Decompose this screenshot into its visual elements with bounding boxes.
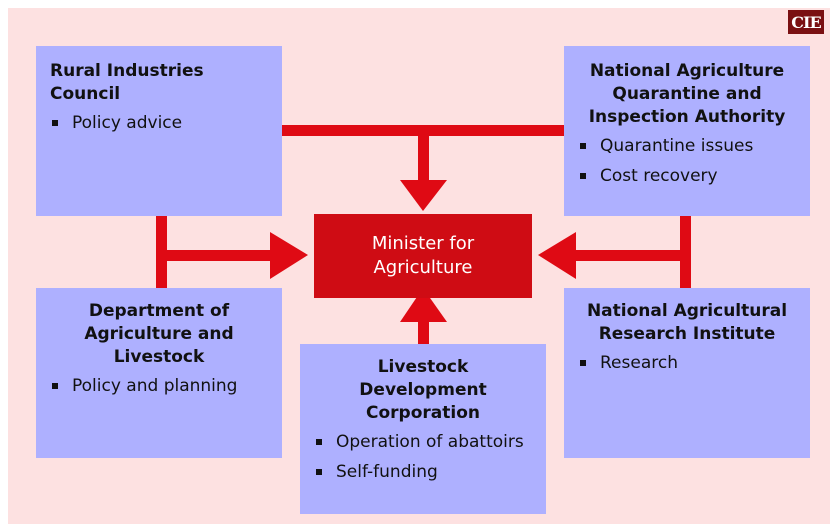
list-item: Policy and planning bbox=[50, 375, 268, 398]
top-arrowhead bbox=[400, 180, 447, 211]
naqia-title-line: Inspection Authority bbox=[588, 107, 786, 127]
list-item: Quarantine issues bbox=[578, 135, 796, 158]
minister-for-agriculture-box: Minister for Agriculture bbox=[314, 214, 532, 298]
rural-industries-council-list: Policy advice bbox=[50, 112, 268, 135]
research-institute-box: National Agricultural Research Institute… bbox=[564, 288, 810, 458]
research-institute-list: Research bbox=[578, 352, 796, 375]
research-institute-title-line: National Agricultural bbox=[586, 301, 788, 321]
bottom-arrow-shaft bbox=[418, 313, 429, 347]
right-arrowhead bbox=[538, 232, 576, 279]
naqia-title-line: Quarantine and bbox=[612, 84, 762, 104]
rural-industries-council-title: Rural Industries Council bbox=[50, 61, 204, 104]
department-title: Department of Agriculture and Livestock bbox=[50, 300, 268, 369]
department-title-line: Agriculture and bbox=[84, 324, 234, 344]
bottom-arrowhead bbox=[400, 288, 447, 322]
livestock-corp-title-line: Livestock Development bbox=[359, 357, 487, 400]
top-connector-bar bbox=[270, 125, 568, 136]
left-arrowhead bbox=[270, 232, 308, 279]
naqia-list: Quarantine issues Cost recovery bbox=[578, 135, 796, 188]
department-list: Policy and planning bbox=[50, 375, 268, 398]
left-arrow-shaft bbox=[163, 250, 283, 261]
livestock-corp-title-line: Corporation bbox=[366, 403, 480, 423]
list-item: Operation of abattoirs bbox=[314, 431, 532, 454]
top-arrow-shaft bbox=[418, 132, 429, 192]
right-arrow-shaft bbox=[563, 250, 683, 261]
department-agriculture-livestock-box: Department of Agriculture and Livestock … bbox=[36, 288, 282, 458]
department-title-line: Department of bbox=[88, 301, 230, 321]
research-institute-title: National Agricultural Research Institute bbox=[578, 300, 796, 346]
cie-logo: CIE bbox=[788, 10, 824, 34]
diagram-canvas: Rural Industries Council Policy advice N… bbox=[8, 8, 830, 524]
connector-lines bbox=[156, 125, 691, 347]
rural-industries-council-box: Rural Industries Council Policy advice bbox=[36, 46, 282, 216]
naqia-box: National Agriculture Quarantine and Insp… bbox=[564, 46, 810, 216]
list-item: Self-funding bbox=[314, 461, 532, 484]
naqia-title-line: National Agriculture bbox=[589, 61, 785, 81]
minister-title-line: Agriculture bbox=[373, 257, 473, 278]
livestock-corp-list: Operation of abattoirs Self-funding bbox=[314, 431, 532, 484]
list-item: Policy advice bbox=[50, 112, 268, 135]
list-item: Research bbox=[578, 352, 796, 375]
livestock-corp-title: Livestock Development Corporation bbox=[314, 356, 532, 425]
left-connector-bar bbox=[156, 216, 167, 292]
list-item: Cost recovery bbox=[578, 165, 796, 188]
research-institute-title-line: Research Institute bbox=[598, 324, 776, 344]
department-title-line: Livestock bbox=[113, 347, 205, 367]
livestock-development-corporation-box: Livestock Development Corporation Operat… bbox=[300, 344, 546, 514]
naqia-title: National Agriculture Quarantine and Insp… bbox=[578, 60, 796, 129]
minister-title-line: Minister for bbox=[371, 233, 475, 254]
right-connector-bar bbox=[680, 216, 691, 292]
